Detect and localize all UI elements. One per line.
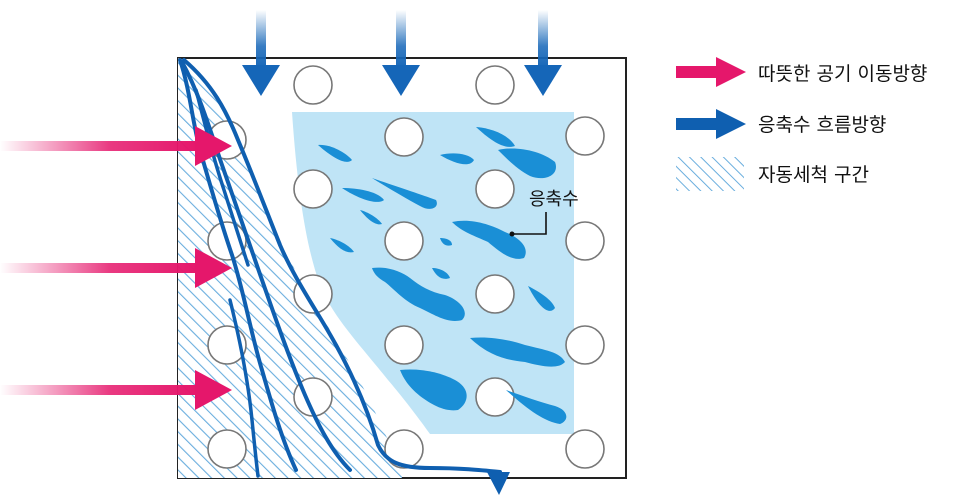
flow-line	[178, 58, 298, 472]
legend-warm-air-arrowhead	[716, 57, 746, 87]
condensate-callout: 응축수	[509, 189, 579, 237]
tube-circle	[475, 65, 515, 105]
tube-circle	[384, 117, 424, 157]
droplet	[360, 210, 382, 225]
condensate-outlet-arrowhead	[487, 472, 510, 495]
droplet	[476, 127, 515, 147]
droplet	[452, 220, 526, 259]
tube-circle	[565, 221, 605, 261]
droplet	[342, 188, 384, 202]
tube-circle	[293, 169, 333, 209]
flow-line	[180, 60, 352, 472]
droplet	[432, 268, 450, 279]
callout-leader-line	[512, 212, 547, 235]
droplet	[440, 238, 452, 246]
droplet	[440, 153, 474, 165]
droplet	[318, 144, 352, 162]
legend-auto-clean-label: 자동세척 구간	[758, 164, 869, 186]
tube-circle	[384, 221, 424, 261]
legend-condensate-label: 응축수 흐름방향	[758, 114, 886, 136]
droplet	[498, 148, 556, 179]
tube-circle	[207, 429, 247, 469]
flow-line	[228, 298, 260, 478]
tube-circle	[565, 116, 605, 156]
tube-circle	[475, 169, 515, 209]
tube-circle	[293, 274, 333, 314]
legend-hatch-swatch	[676, 157, 744, 191]
condensate-flow-lines	[178, 58, 502, 478]
droplet	[372, 178, 437, 209]
legend-warm-air-label: 따뜻한 공기 이동방향	[758, 63, 927, 85]
condensate-down-arrows	[242, 10, 562, 96]
flow-line	[182, 58, 502, 474]
tube-circle	[475, 377, 515, 417]
tube-circle	[384, 429, 424, 469]
callout-dot	[509, 231, 515, 237]
tube-circles	[207, 65, 605, 469]
warm-air-arrow	[0, 126, 232, 166]
legend-condensate-swatch	[676, 118, 720, 130]
flow-line	[194, 88, 250, 267]
tube-circle	[293, 65, 333, 105]
condensate-down-arrow	[524, 10, 562, 96]
warm-air-arrow	[0, 248, 232, 288]
tube-circle	[565, 429, 605, 469]
warm-air-arrows	[0, 126, 232, 410]
legend-condensate-arrowhead	[716, 109, 746, 139]
droplet	[528, 286, 555, 311]
legend-item-auto-clean: 자동세척 구간	[676, 157, 869, 191]
droplet	[330, 238, 354, 253]
condensate-label: 응축수	[529, 189, 579, 210]
condensate-down-arrow	[382, 10, 420, 96]
tube-circle	[384, 325, 424, 365]
warm-air-arrow	[0, 370, 232, 410]
condensate-droplets	[318, 127, 567, 424]
droplet	[470, 337, 565, 367]
legend-item-warm-air: 따뜻한 공기 이동방향	[676, 57, 927, 87]
legend-warm-air-swatch	[676, 66, 720, 78]
tube-circle	[475, 274, 515, 314]
tube-circle	[565, 325, 605, 365]
droplet	[506, 390, 567, 424]
droplet	[372, 267, 465, 321]
droplet	[400, 369, 467, 411]
condensate-down-arrow	[242, 10, 280, 96]
legend-item-condensate-flow: 응축수 흐름방향	[676, 109, 886, 139]
legend: 따뜻한 공기 이동방향 응축수 흐름방향 자동세척 구간	[676, 57, 927, 191]
